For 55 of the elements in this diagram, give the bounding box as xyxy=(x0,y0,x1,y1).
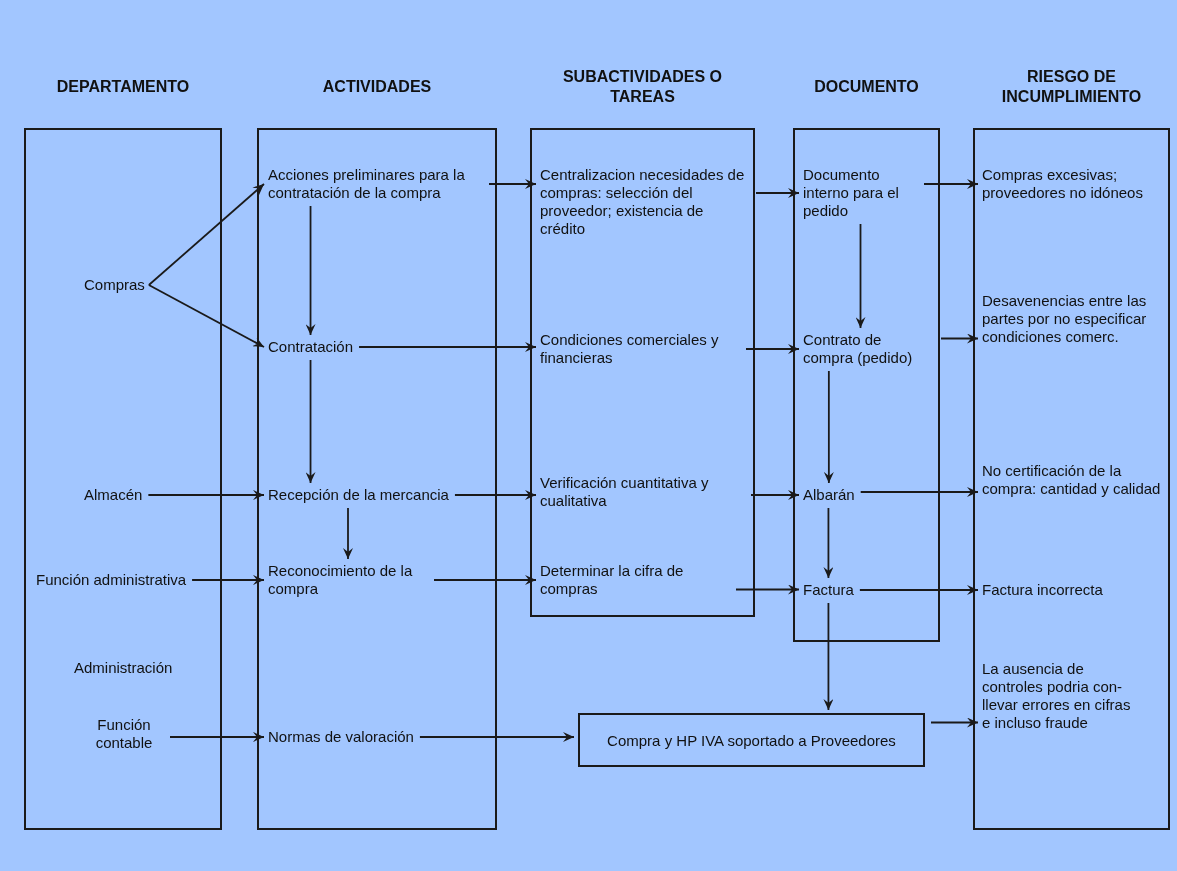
step-text: Contrato de compra (pedido) xyxy=(803,331,935,367)
step-text: Condiciones comerciales y financieras xyxy=(540,331,740,367)
step-text: Determinar la cifra de compras xyxy=(540,562,730,598)
step-text: Función contable xyxy=(84,716,164,752)
arrow xyxy=(923,179,979,189)
step-text: Compras excesivas; proveedores no idóneos xyxy=(982,166,1162,202)
arrow xyxy=(930,717,979,728)
arrow xyxy=(454,490,537,500)
step-text: Factura incorrecta xyxy=(982,581,1103,599)
step-text: Recepción de la mercancia xyxy=(268,486,449,504)
arrow xyxy=(859,487,979,497)
arrow xyxy=(169,732,265,742)
arrow xyxy=(343,507,353,560)
column-heading: DEPARTAMENTO xyxy=(55,76,191,97)
column-heading: ACTIVIDADES xyxy=(321,76,433,97)
arrow xyxy=(855,223,866,329)
step-text: Documento interno para el pedido xyxy=(803,166,918,220)
step-text: No certificación de la compra: cantidad y calidad xyxy=(982,462,1162,498)
step-text: Almacén xyxy=(84,486,143,504)
arrow xyxy=(940,333,979,344)
arrow xyxy=(147,284,265,348)
arrow xyxy=(745,344,800,354)
step-text: Función administrativa xyxy=(36,571,187,589)
step-text: Compras xyxy=(84,276,145,294)
arrow xyxy=(858,585,979,595)
arrow xyxy=(735,584,800,595)
step-text: Contratación xyxy=(268,338,354,356)
step-text: Normas de valoración xyxy=(268,728,414,746)
arrow xyxy=(823,370,834,484)
step-text: Centralizacion necesidades de compras: selección del proveedor; existencia de crédito xyxy=(540,166,750,238)
arrow xyxy=(358,342,537,352)
step-text: Verificación cuantitativa y cualitativa xyxy=(540,474,745,510)
arrow xyxy=(305,359,316,484)
step-text: Factura xyxy=(803,581,854,599)
step-text: La ausencia de controles podria con- llevar errores en cifras e incluso fraude xyxy=(982,660,1142,732)
arrow xyxy=(823,602,834,711)
step-text: Acciones preliminares para la contratación de la compra xyxy=(268,166,483,202)
process-box: Compra y HP IVA soportado a Proveedores xyxy=(578,713,925,767)
arrow xyxy=(750,490,800,500)
arrow xyxy=(755,188,800,198)
department-label: Administración xyxy=(74,659,173,676)
arrow xyxy=(433,575,537,585)
arrow xyxy=(147,183,265,286)
arrow xyxy=(823,507,834,579)
arrow xyxy=(305,205,316,336)
arrow xyxy=(488,179,537,189)
step-text: Desavenencias entre las partes por no especificar condiciones comerc. xyxy=(982,292,1164,346)
arrow xyxy=(191,575,265,585)
arrow xyxy=(419,732,575,742)
column-heading: SUBACTIVIDADES O TAREAS xyxy=(561,67,724,107)
arrow xyxy=(147,490,265,500)
step-text: Albarán xyxy=(803,486,855,504)
step-text: Reconocimiento de la compra xyxy=(268,562,428,598)
column-heading: RIESGO DE INCUMPLIMIENTO xyxy=(1000,67,1143,107)
column-heading: DOCUMENTO xyxy=(813,76,920,97)
